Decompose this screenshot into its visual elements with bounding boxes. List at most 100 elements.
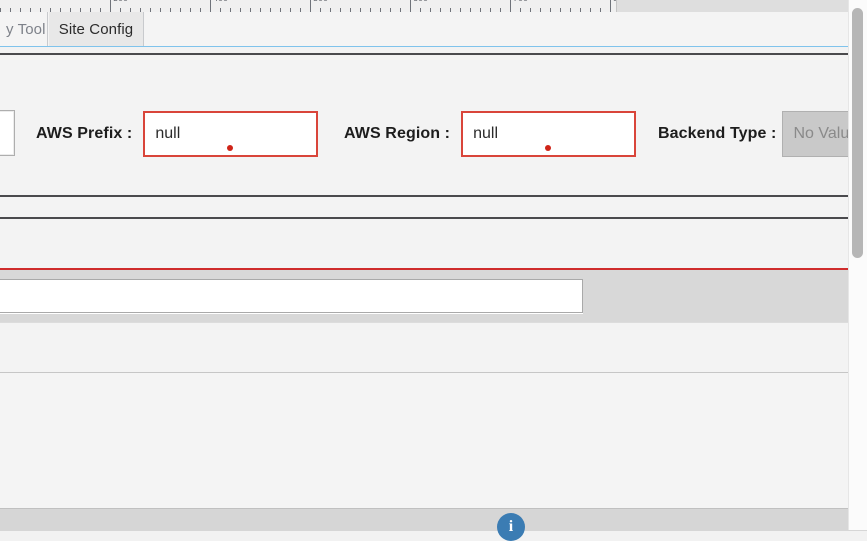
ruler-tick-minor bbox=[200, 8, 201, 12]
lower-spacer-band bbox=[0, 323, 853, 373]
ruler-tick-major bbox=[510, 0, 511, 12]
ruler-tick-minor bbox=[380, 8, 381, 12]
ruler-tick-minor bbox=[100, 8, 101, 12]
ruler-tick-minor bbox=[80, 8, 81, 12]
ruler-tick-minor bbox=[470, 8, 471, 12]
field-label-aws-region: AWS Region : bbox=[344, 125, 451, 142]
ruler-tick-minor bbox=[150, 8, 151, 12]
input-value: null bbox=[473, 125, 498, 142]
ruler-tick-minor bbox=[280, 8, 281, 12]
ruler-tick-minor bbox=[160, 8, 161, 12]
tab-y-tool[interactable]: y Tool bbox=[0, 12, 48, 46]
field-aws-region: AWS Region : null bbox=[344, 110, 637, 158]
ruler-tick-minor bbox=[530, 8, 531, 12]
ruler-tick-minor bbox=[250, 8, 251, 12]
ruler-tick-minor bbox=[440, 8, 441, 12]
ruler-tick-major bbox=[110, 0, 111, 12]
ruler-tick-major bbox=[310, 0, 311, 12]
ruler-tick-minor bbox=[590, 8, 591, 12]
ruler-tick-major bbox=[210, 0, 211, 12]
tab-label: Site Config bbox=[58, 20, 134, 38]
tab-site-config[interactable]: Site Config bbox=[49, 12, 144, 46]
ruler-tick-major bbox=[610, 0, 611, 12]
ruler-tick-major bbox=[410, 0, 411, 12]
input-aws-region[interactable]: null bbox=[461, 111, 637, 157]
ruler-tick-minor bbox=[60, 8, 61, 12]
separator-section-1 bbox=[0, 195, 853, 197]
ruler-tick-minor bbox=[580, 8, 581, 12]
ruler-tick-minor bbox=[230, 8, 231, 12]
ruler-tick-minor bbox=[50, 8, 51, 12]
ruler-tick-minor bbox=[400, 8, 401, 12]
ruler-tick-minor bbox=[390, 8, 391, 12]
ruler-tick-minor bbox=[370, 8, 371, 12]
tab-bar: y Tool Site Config bbox=[0, 12, 867, 47]
input-aws-prefix[interactable]: null bbox=[143, 111, 319, 157]
ruler-gutter bbox=[616, 0, 867, 12]
ruler-tick-minor bbox=[430, 8, 431, 12]
section-band-2 bbox=[0, 219, 853, 268]
ruler-tick-minor bbox=[0, 8, 1, 12]
input-value: null bbox=[155, 125, 181, 142]
ruler-label: 700 bbox=[513, 0, 528, 3]
ruler-tick-minor bbox=[90, 8, 91, 12]
ruler-tick-minor bbox=[10, 8, 11, 12]
error-dot-icon bbox=[227, 145, 234, 151]
ruler-tick-minor bbox=[260, 8, 261, 12]
ruler-tick-minor bbox=[240, 8, 241, 12]
tab-bar-empty-area bbox=[145, 12, 867, 46]
ruler-tick-minor bbox=[220, 8, 221, 12]
vertical-scrollbar[interactable] bbox=[848, 0, 867, 530]
wide-text-input[interactable] bbox=[0, 279, 583, 313]
status-bar bbox=[0, 508, 867, 531]
ruler-tick-minor bbox=[450, 8, 451, 12]
field-label-aws-prefix: AWS Prefix : bbox=[36, 125, 133, 142]
ruler-tick-minor bbox=[290, 8, 291, 12]
form-field-row: AWS Prefix : null AWS Region : null Back… bbox=[0, 110, 867, 158]
ruler-tick-minor bbox=[540, 8, 541, 12]
ruler-tick-minor bbox=[350, 8, 351, 12]
section-band-1 bbox=[0, 197, 853, 217]
ruler-tick-minor bbox=[140, 8, 141, 12]
ruler-tick-minor bbox=[320, 8, 321, 12]
ruler-tick-minor bbox=[490, 8, 491, 12]
ruler-tick-minor bbox=[360, 8, 361, 12]
error-dot-icon bbox=[545, 145, 552, 151]
ruler-tick-minor bbox=[70, 8, 71, 12]
field-aws-prefix: AWS Prefix : null bbox=[36, 110, 319, 158]
ruler-tick-minor bbox=[40, 8, 41, 12]
ruler-tick-minor bbox=[20, 8, 21, 12]
ruler-label: 300 bbox=[113, 0, 128, 3]
ruler-tick-minor bbox=[170, 8, 171, 12]
scrollbar-thumb[interactable] bbox=[852, 8, 863, 258]
ruler-tick-minor bbox=[480, 8, 481, 12]
field-label-backend-type: Backend Type : bbox=[658, 125, 777, 142]
ruler-tick-minor bbox=[520, 8, 521, 12]
ruler-tick-minor bbox=[340, 8, 341, 12]
ruler-tick-minor bbox=[30, 8, 31, 12]
info-icon[interactable]: i bbox=[497, 513, 525, 541]
separator-top bbox=[0, 53, 853, 55]
clipped-input-field[interactable] bbox=[0, 110, 15, 156]
ruler-tick-minor bbox=[570, 8, 571, 12]
lower-divider bbox=[0, 322, 853, 323]
field-backend-type: Backend Type : No Value bbox=[658, 110, 867, 158]
ruler-label: 600 bbox=[413, 0, 428, 3]
ruler-tick-minor bbox=[130, 8, 131, 12]
ruler-tick-minor bbox=[600, 8, 601, 12]
ruler-tick-minor bbox=[550, 8, 551, 12]
ruler-tick-minor bbox=[300, 8, 301, 12]
ruler-tick-minor bbox=[190, 8, 191, 12]
lower-panel bbox=[0, 373, 853, 530]
input-strip bbox=[0, 270, 853, 322]
site-config-form: AWS Prefix : null AWS Region : null Back… bbox=[0, 56, 867, 196]
separator-section-2 bbox=[0, 217, 853, 219]
separator-error-rule bbox=[0, 268, 853, 270]
ruler-label: 500 bbox=[313, 0, 328, 3]
ruler-label: 400 bbox=[213, 0, 228, 3]
ruler-tick-minor bbox=[120, 8, 121, 12]
ruler-tick-minor bbox=[420, 8, 421, 12]
ruler-tick-minor bbox=[330, 8, 331, 12]
info-icon-glyph: i bbox=[508, 518, 514, 535]
